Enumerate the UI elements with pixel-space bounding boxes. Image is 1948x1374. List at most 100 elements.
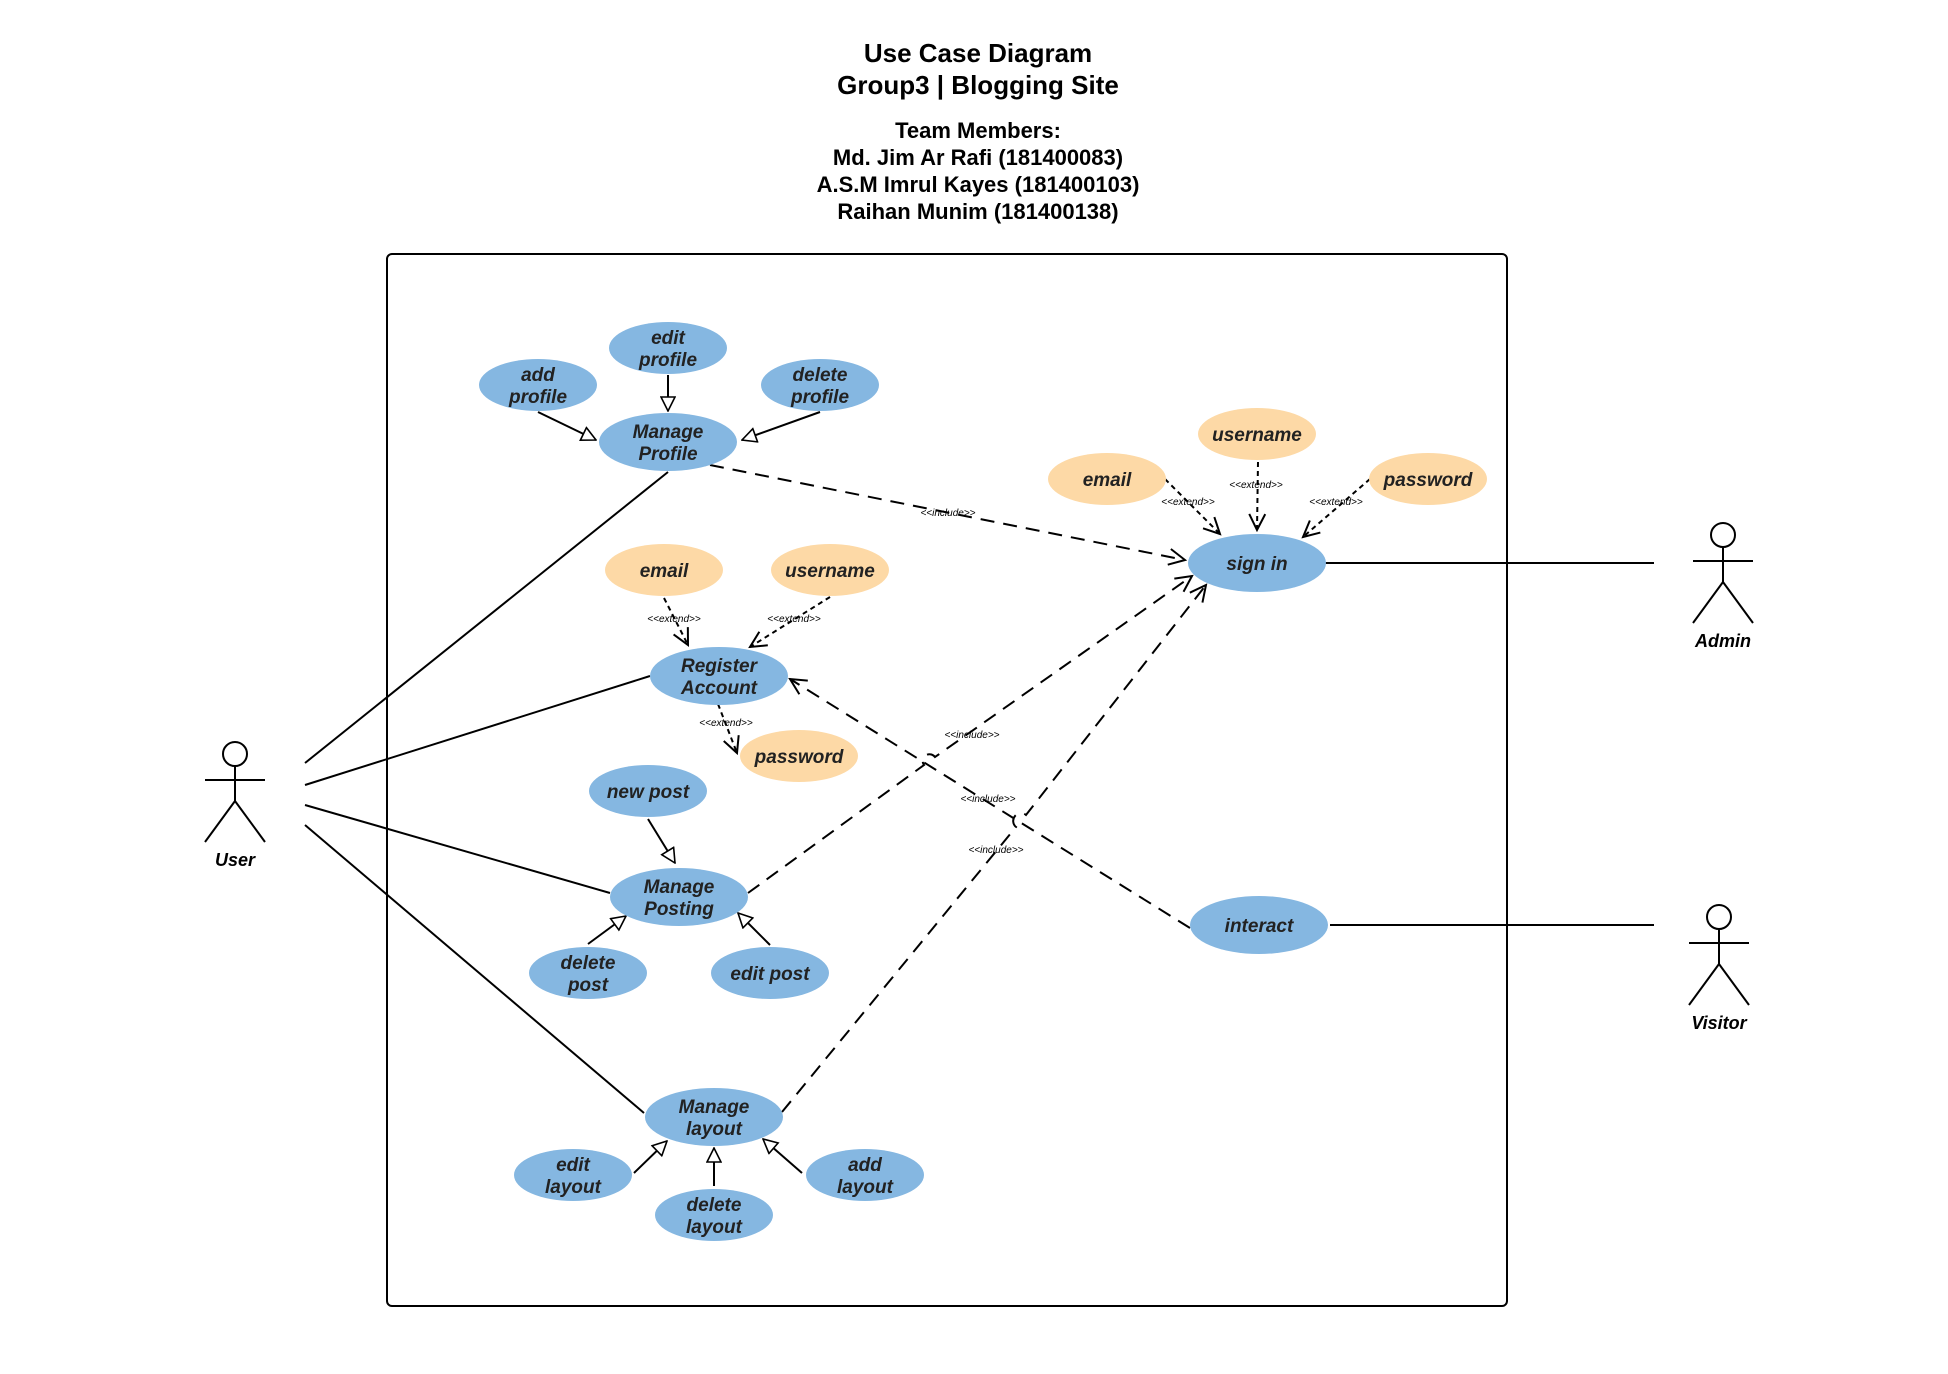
- generalization-new-post: [647, 818, 675, 863]
- use-case-label: delete: [687, 1195, 742, 1216]
- stereotype-labels: <<include>> <<include>> <<include>> <<in…: [647, 480, 1363, 856]
- use-case-ellipse: [529, 947, 647, 999]
- extend-label: <<extend>>: [1161, 497, 1215, 508]
- extend-label: <<extend>>: [699, 718, 753, 729]
- association-user-manage-layout: [304, 824, 645, 1114]
- use-case-label: email: [1083, 470, 1132, 491]
- use-case-label: edit: [556, 1155, 590, 1176]
- system-boundary: [386, 253, 1508, 1307]
- use-case-label: profile: [508, 387, 567, 408]
- generalization-delete-post: [587, 916, 626, 945]
- generalization-add-profile: [537, 411, 596, 440]
- include-label: <<include>>: [944, 730, 999, 741]
- association-user-register-account: [304, 675, 651, 786]
- use-case-ellipse: [650, 647, 788, 705]
- generalization-add-layout: [763, 1139, 803, 1174]
- use-case-label: layout: [837, 1177, 894, 1198]
- actor-leg: [1692, 581, 1724, 624]
- use-case-ellipse: [610, 868, 748, 926]
- extend-password-sign-in: [1303, 478, 1371, 537]
- sign-in-username-attribute: username: [1198, 408, 1316, 460]
- use-case-ellipse: [609, 322, 727, 374]
- team-member: Md. Jim Ar Rafi (181400083): [833, 145, 1123, 170]
- use-case-label: edit post: [730, 964, 810, 985]
- use-case-label: layout: [686, 1119, 743, 1140]
- use-case-label: layout: [686, 1217, 743, 1238]
- use-case-label: layout: [545, 1177, 602, 1198]
- use-case-label: sign in: [1226, 554, 1287, 575]
- attribute-ellipse: [1198, 408, 1316, 460]
- include-manage-posting-sign-in: [747, 576, 1192, 894]
- attribute-ellipse: [771, 544, 889, 596]
- include-label: <<include>>: [960, 794, 1015, 805]
- use-case-label: delete: [793, 365, 848, 386]
- team-member: Raihan Munim (181400138): [837, 199, 1118, 224]
- use-case-ellipse: [711, 947, 829, 999]
- extend-label: <<extend>>: [647, 614, 701, 625]
- use-case-label: new post: [607, 782, 690, 803]
- extend-username-register: [750, 596, 831, 647]
- use-case-label: Manage: [644, 877, 715, 898]
- actor-leg: [1722, 581, 1754, 624]
- extend-email-sign-in: [1164, 478, 1220, 534]
- admin-actor: Admin: [1692, 522, 1754, 651]
- actor-label: User: [215, 850, 256, 870]
- register-email-attribute: email: [605, 544, 723, 596]
- interact-use-case: interact: [1190, 896, 1328, 954]
- include-manage-profile-sign-in: [709, 464, 1185, 560]
- generalizations: [537, 375, 821, 1186]
- edit-post-use-case: edit post: [711, 947, 829, 999]
- use-case-label: username: [785, 561, 875, 582]
- extend-username-sign-in: [1257, 461, 1258, 530]
- use-case-label: Register: [681, 656, 759, 677]
- visitor-actor: Visitor: [1688, 904, 1750, 1033]
- association-user-manage-profile: [304, 471, 669, 764]
- sign-in-use-case: sign in: [1188, 534, 1326, 592]
- generalization-edit-post: [738, 913, 771, 946]
- use-case-label: delete: [561, 953, 616, 974]
- include-label: <<include>>: [968, 845, 1023, 856]
- register-username-attribute: username: [771, 544, 889, 596]
- include-manage-layout-sign-in: [781, 585, 1206, 1113]
- attribute-ellipse: [1048, 453, 1166, 505]
- sign-in-email-attribute: email: [1048, 453, 1166, 505]
- actor-leg: [1718, 963, 1750, 1006]
- extend-relations: [663, 461, 1371, 753]
- use-case-ellipse: [761, 359, 879, 411]
- use-case-label: add: [848, 1155, 882, 1176]
- sign-in-password-attribute: password: [1369, 453, 1487, 505]
- actor-head: [222, 741, 248, 767]
- include-interact-register-account: [790, 679, 1191, 929]
- use-case-label: Manage: [679, 1097, 750, 1118]
- use-case-label: Manage: [633, 422, 704, 443]
- actor-head: [1706, 904, 1732, 930]
- extend-label: <<extend>>: [767, 614, 821, 625]
- diagram-subtitle: Group3 | Blogging Site: [837, 70, 1119, 100]
- use-case-nodes: addprofileeditprofiledeleteprofileManage…: [479, 322, 1487, 1241]
- use-case-ellipse: [1188, 534, 1326, 592]
- diagram-title: Use Case Diagram: [864, 38, 1092, 68]
- use-case-ellipse: [806, 1149, 924, 1201]
- register-password-attribute: password: [740, 730, 858, 782]
- actor-leg: [204, 800, 236, 843]
- include-label: <<include>>: [920, 508, 975, 519]
- use-case-label: Profile: [638, 444, 698, 465]
- use-case-label: email: [640, 561, 689, 582]
- user-actor: User: [204, 741, 266, 870]
- attribute-ellipse: [1369, 453, 1487, 505]
- use-case-label: interact: [1225, 916, 1294, 937]
- team-member: A.S.M Imrul Kayes (181400103): [817, 172, 1140, 197]
- extend-label: <<extend>>: [1309, 497, 1363, 508]
- associations: [304, 471, 1654, 1114]
- use-case-label: password: [1383, 470, 1473, 491]
